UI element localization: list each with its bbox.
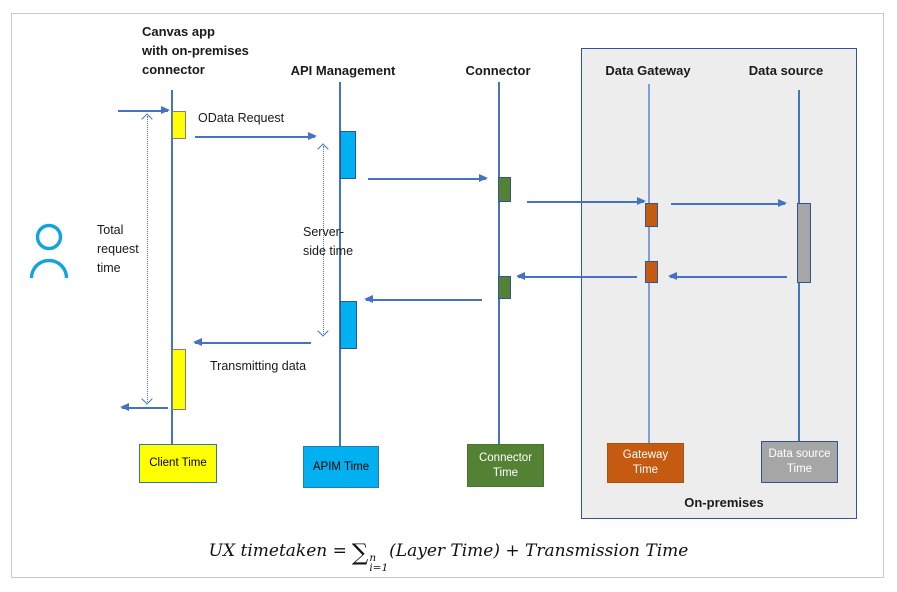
server-side-time-span-arrow (323, 146, 324, 334)
legend-connector-time: Connector Time (467, 444, 544, 487)
page-border (11, 13, 884, 578)
user-person-icon (29, 223, 69, 279)
actor-data-gateway: Data Gateway (605, 63, 691, 78)
lifeline-client (171, 90, 173, 444)
actor-data-source: Data source (748, 63, 824, 78)
actor-canvas-app: Canvas app with on-premises connector (142, 24, 249, 77)
arrow-datasource-to-gateway (668, 273, 787, 280)
legend-datasource-time: Data source Time (761, 441, 838, 483)
client-activation-bar-2 (172, 349, 186, 410)
arrow-connector-to-apim (364, 296, 482, 303)
apim-activation-bar-1 (340, 131, 356, 179)
on-premises-label: On-premises (684, 495, 764, 510)
formula-lhs: UX timetaken = (208, 541, 347, 561)
connector-activation-bar-2 (498, 276, 511, 299)
legend-client-time: Client Time (139, 444, 217, 483)
arrow-user-to-client (118, 107, 170, 114)
apim-activation-bar-2 (340, 301, 357, 349)
arrow-connector-to-gateway (527, 198, 646, 205)
sigma-upper-limit: n (369, 552, 377, 564)
arrow-gateway-to-connector (516, 273, 637, 280)
actor-api-management: API Management (290, 63, 396, 78)
connector-activation-bar-1 (498, 177, 511, 202)
lifeline-connector (498, 82, 500, 444)
sigma-symbol: ∑ (351, 540, 369, 566)
lifeline-apim (339, 82, 341, 446)
formula-rhs: (Layer Time) + Transmission Time (389, 541, 689, 561)
actor-connector: Connector (465, 63, 531, 78)
arrow-gateway-to-datasource (671, 200, 787, 207)
total-request-time-label: Total request time (97, 223, 139, 275)
transmitting-data-label: Transmitting data (210, 359, 307, 373)
gateway-activation-bar-2 (645, 261, 658, 283)
server-side-time-label: Server- side time (303, 225, 354, 258)
gateway-activation-bar-1 (645, 203, 658, 227)
on-premises-region-box (581, 48, 857, 519)
arrow-odata-request (195, 133, 317, 140)
datasource-activation-bar (797, 203, 811, 283)
arrow-transmitting-data (193, 339, 311, 346)
odata-request-label: OData Request (198, 111, 285, 125)
sigma-lower-limit: i=1 (369, 562, 389, 574)
total-request-time-span-arrow (147, 116, 148, 402)
arrow-apim-to-connector (368, 175, 488, 182)
legend-gateway-time: Gateway Time (607, 443, 684, 483)
arrow-client-to-user (120, 404, 168, 411)
client-activation-bar-1 (172, 111, 186, 139)
legend-apim-time: APIM Time (303, 446, 379, 488)
